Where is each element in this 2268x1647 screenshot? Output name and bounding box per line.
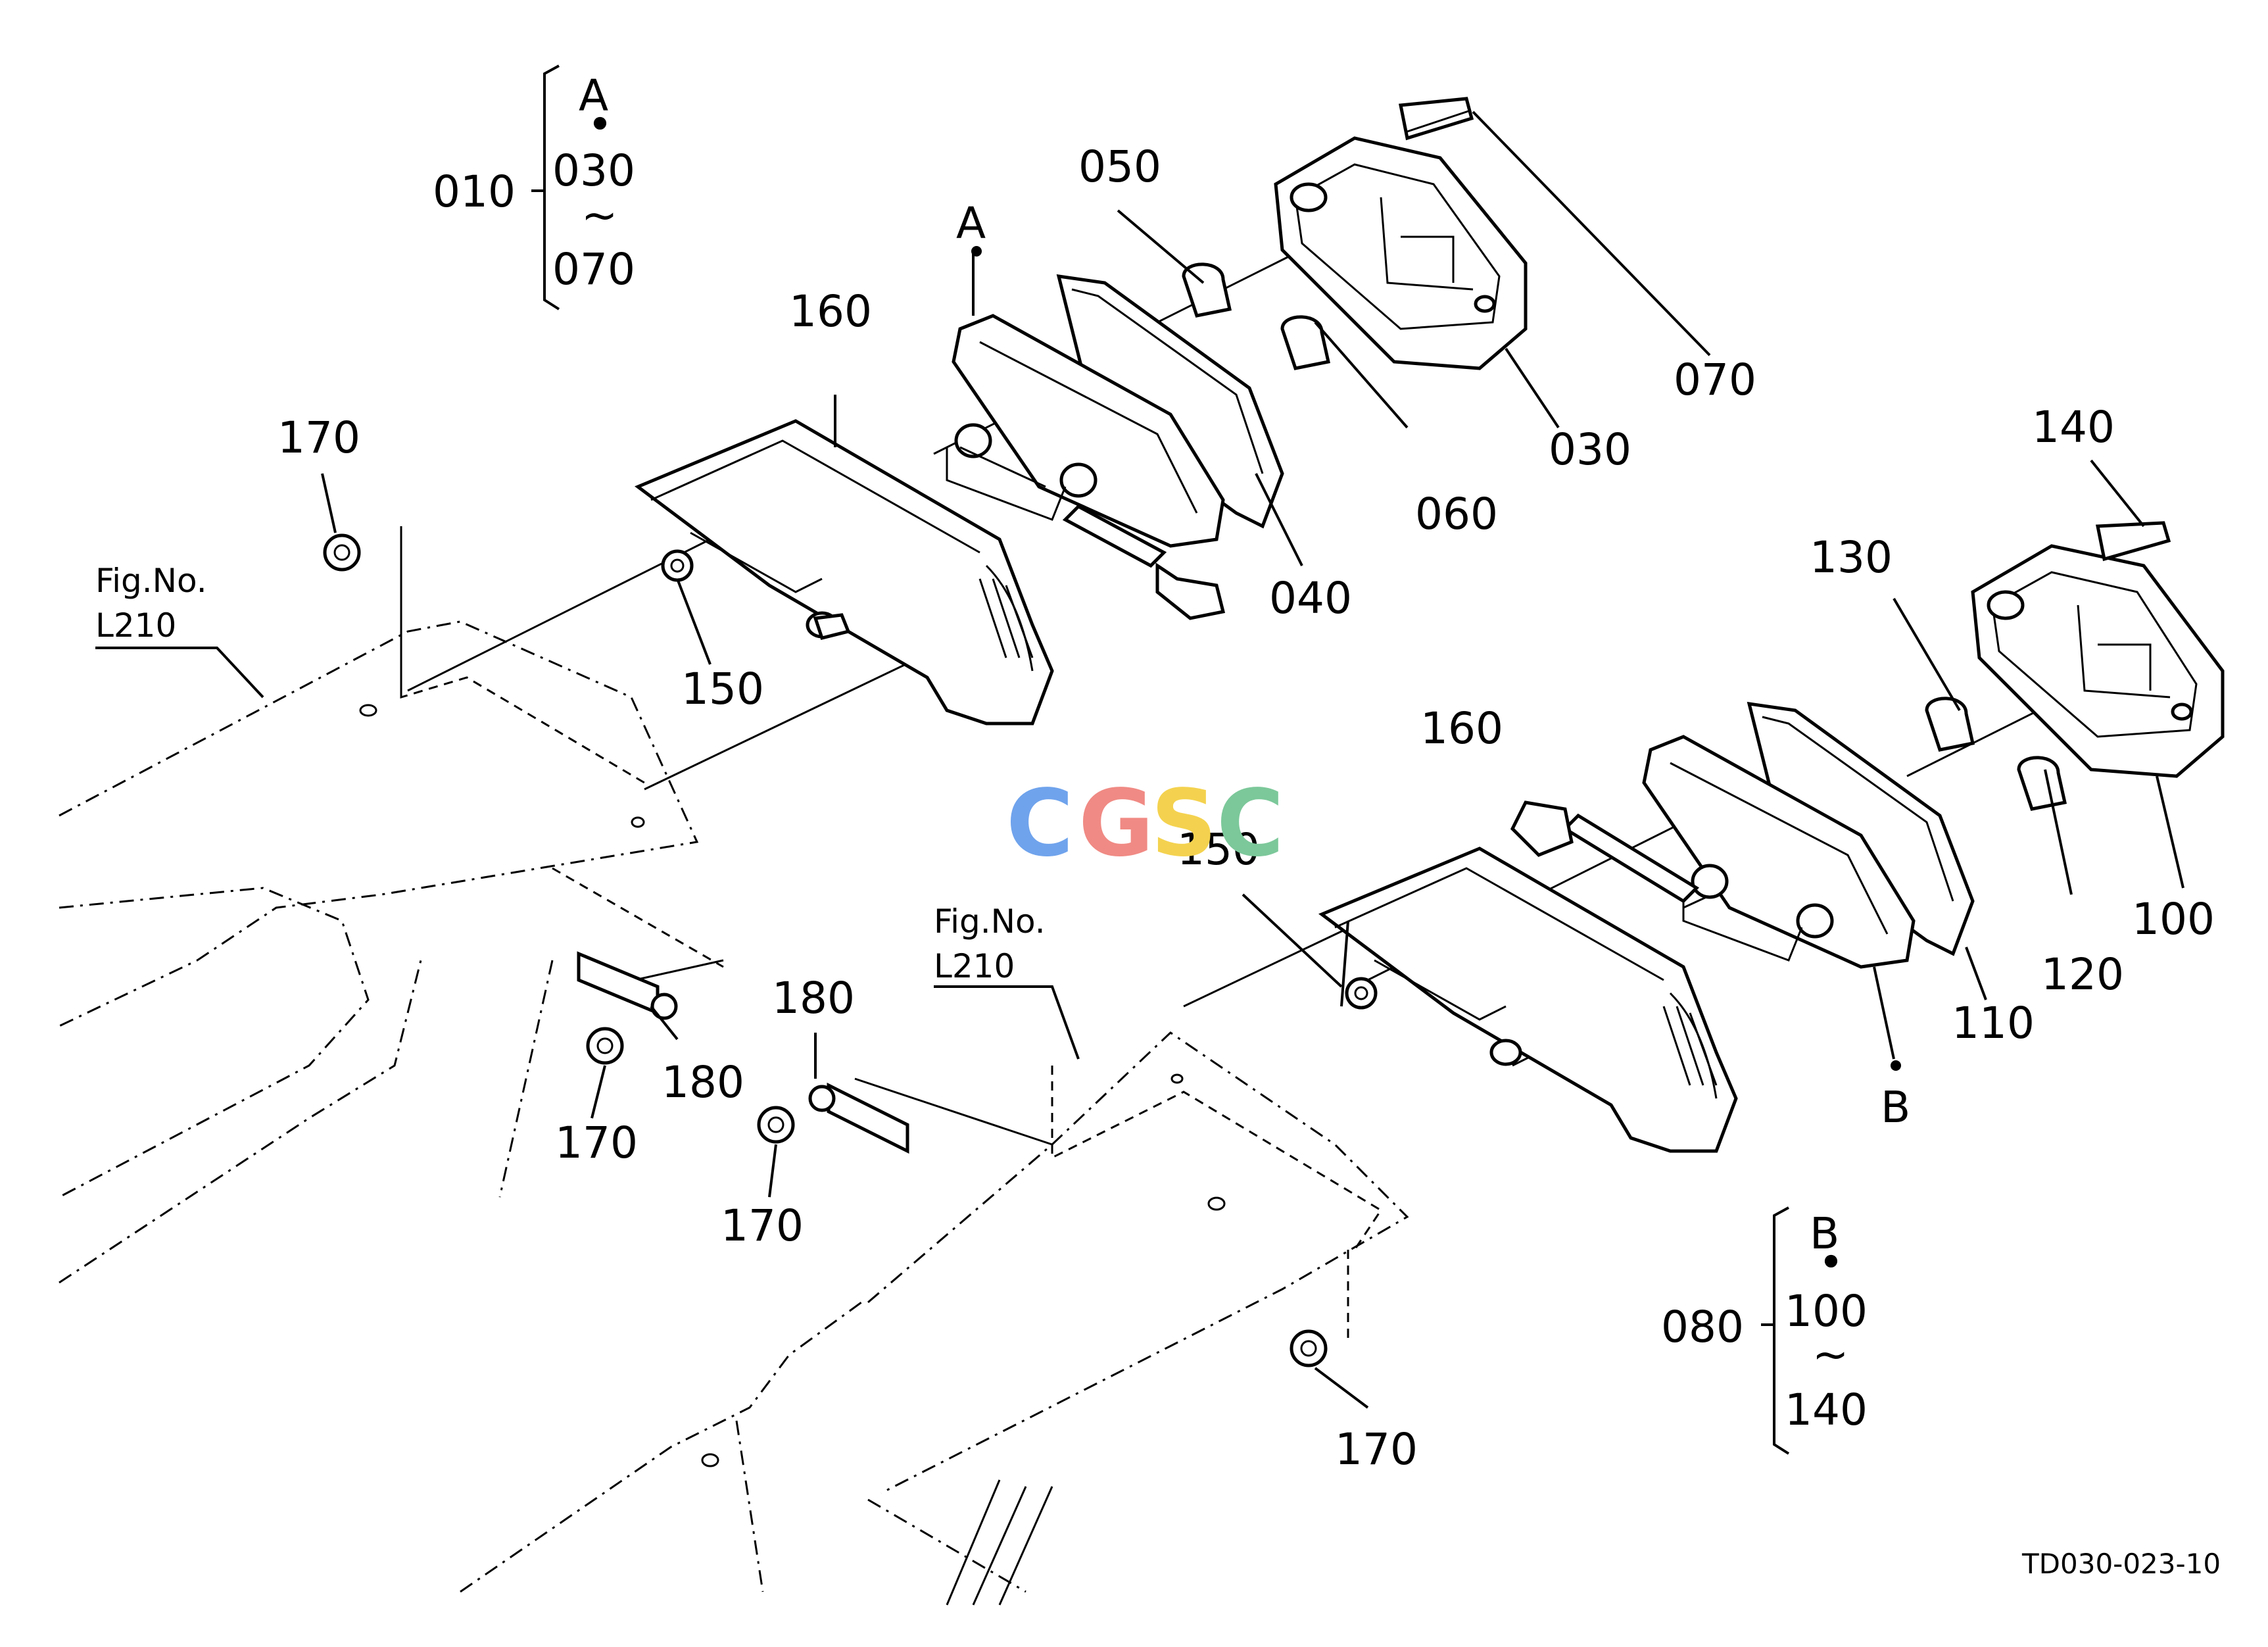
marker-a: A xyxy=(956,198,986,249)
callout-070: 070 xyxy=(1674,355,1756,405)
hardware-clips xyxy=(577,951,909,1154)
callout-170-left: 170 xyxy=(277,412,360,463)
group-a-to: 070 xyxy=(552,244,635,295)
watermark-letter-2: G xyxy=(1078,770,1154,877)
group-a-dot: • xyxy=(587,99,613,150)
group-b-letter: B xyxy=(1810,1208,1839,1259)
leader-lines xyxy=(95,111,2184,1409)
callout-150-upper: 150 xyxy=(681,664,764,714)
figure-ref-middle-number: L210 xyxy=(934,947,1015,985)
callout-170-middle-left: 170 xyxy=(555,1118,638,1168)
watermark-letter-4: C xyxy=(1217,770,1284,877)
group-b-from: 100 xyxy=(1785,1286,1868,1337)
callout-010: 010 xyxy=(433,166,516,217)
group-b-to: 140 xyxy=(1785,1385,1868,1435)
group-b-dot: • xyxy=(1818,1237,1844,1288)
callout-180-left: 180 xyxy=(662,1057,744,1108)
figure-ref-middle-label: Fig.No. xyxy=(934,902,1046,941)
group-a-letter: A xyxy=(579,70,608,121)
callout-120: 120 xyxy=(2041,949,2124,1000)
group-bracket-b: B • 100 ~ 140 xyxy=(1761,1206,1868,1455)
group-bracket-a: A • 030 ~ 070 xyxy=(531,64,635,310)
lower-lamp-assembly xyxy=(1318,521,2225,1153)
callout-170-lower: 170 xyxy=(1335,1424,1418,1475)
callout-140: 140 xyxy=(2032,402,2115,453)
fender-left-outline xyxy=(59,620,724,1284)
callout-030: 030 xyxy=(1549,424,1631,475)
callout-130: 130 xyxy=(1810,532,1893,583)
group-a-tilde: ~ xyxy=(581,190,617,241)
callout-150-lower: 150 xyxy=(1177,824,1260,875)
watermark-letter-3: S xyxy=(1151,770,1217,877)
callout-040: 040 xyxy=(1269,573,1352,624)
drawing-code: TD030-023-10 xyxy=(2021,1548,2221,1580)
marker-b: B xyxy=(1881,1082,1910,1133)
callout-170-middle: 170 xyxy=(721,1200,804,1251)
figure-reference-left: Fig.No. L210 xyxy=(95,562,207,645)
callout-160-upper: 160 xyxy=(789,286,872,337)
callout-180-middle: 180 xyxy=(772,973,855,1023)
callout-080: 080 xyxy=(1661,1302,1744,1352)
group-a-from: 030 xyxy=(552,145,635,196)
callout-labels: 010 050 070 030 060 040 160 150 170 140 … xyxy=(277,141,2215,1475)
watermark-logo: C G S C xyxy=(1006,770,1284,877)
hardware-nuts xyxy=(323,533,1378,1367)
callout-100: 100 xyxy=(2132,894,2215,945)
figure-reference-middle: Fig.No. L210 xyxy=(934,902,1046,985)
callout-050: 050 xyxy=(1078,141,1161,192)
figure-ref-left-label: Fig.No. xyxy=(95,562,207,600)
callout-160-lower: 160 xyxy=(1420,703,1503,754)
watermark-letter-1: C xyxy=(1006,770,1074,877)
group-b-tilde: ~ xyxy=(1812,1329,1848,1380)
callout-060: 060 xyxy=(1415,489,1498,539)
callout-110: 110 xyxy=(1952,998,2035,1048)
upper-lamp-assembly xyxy=(635,97,1528,725)
figure-ref-left-number: L210 xyxy=(95,606,176,645)
